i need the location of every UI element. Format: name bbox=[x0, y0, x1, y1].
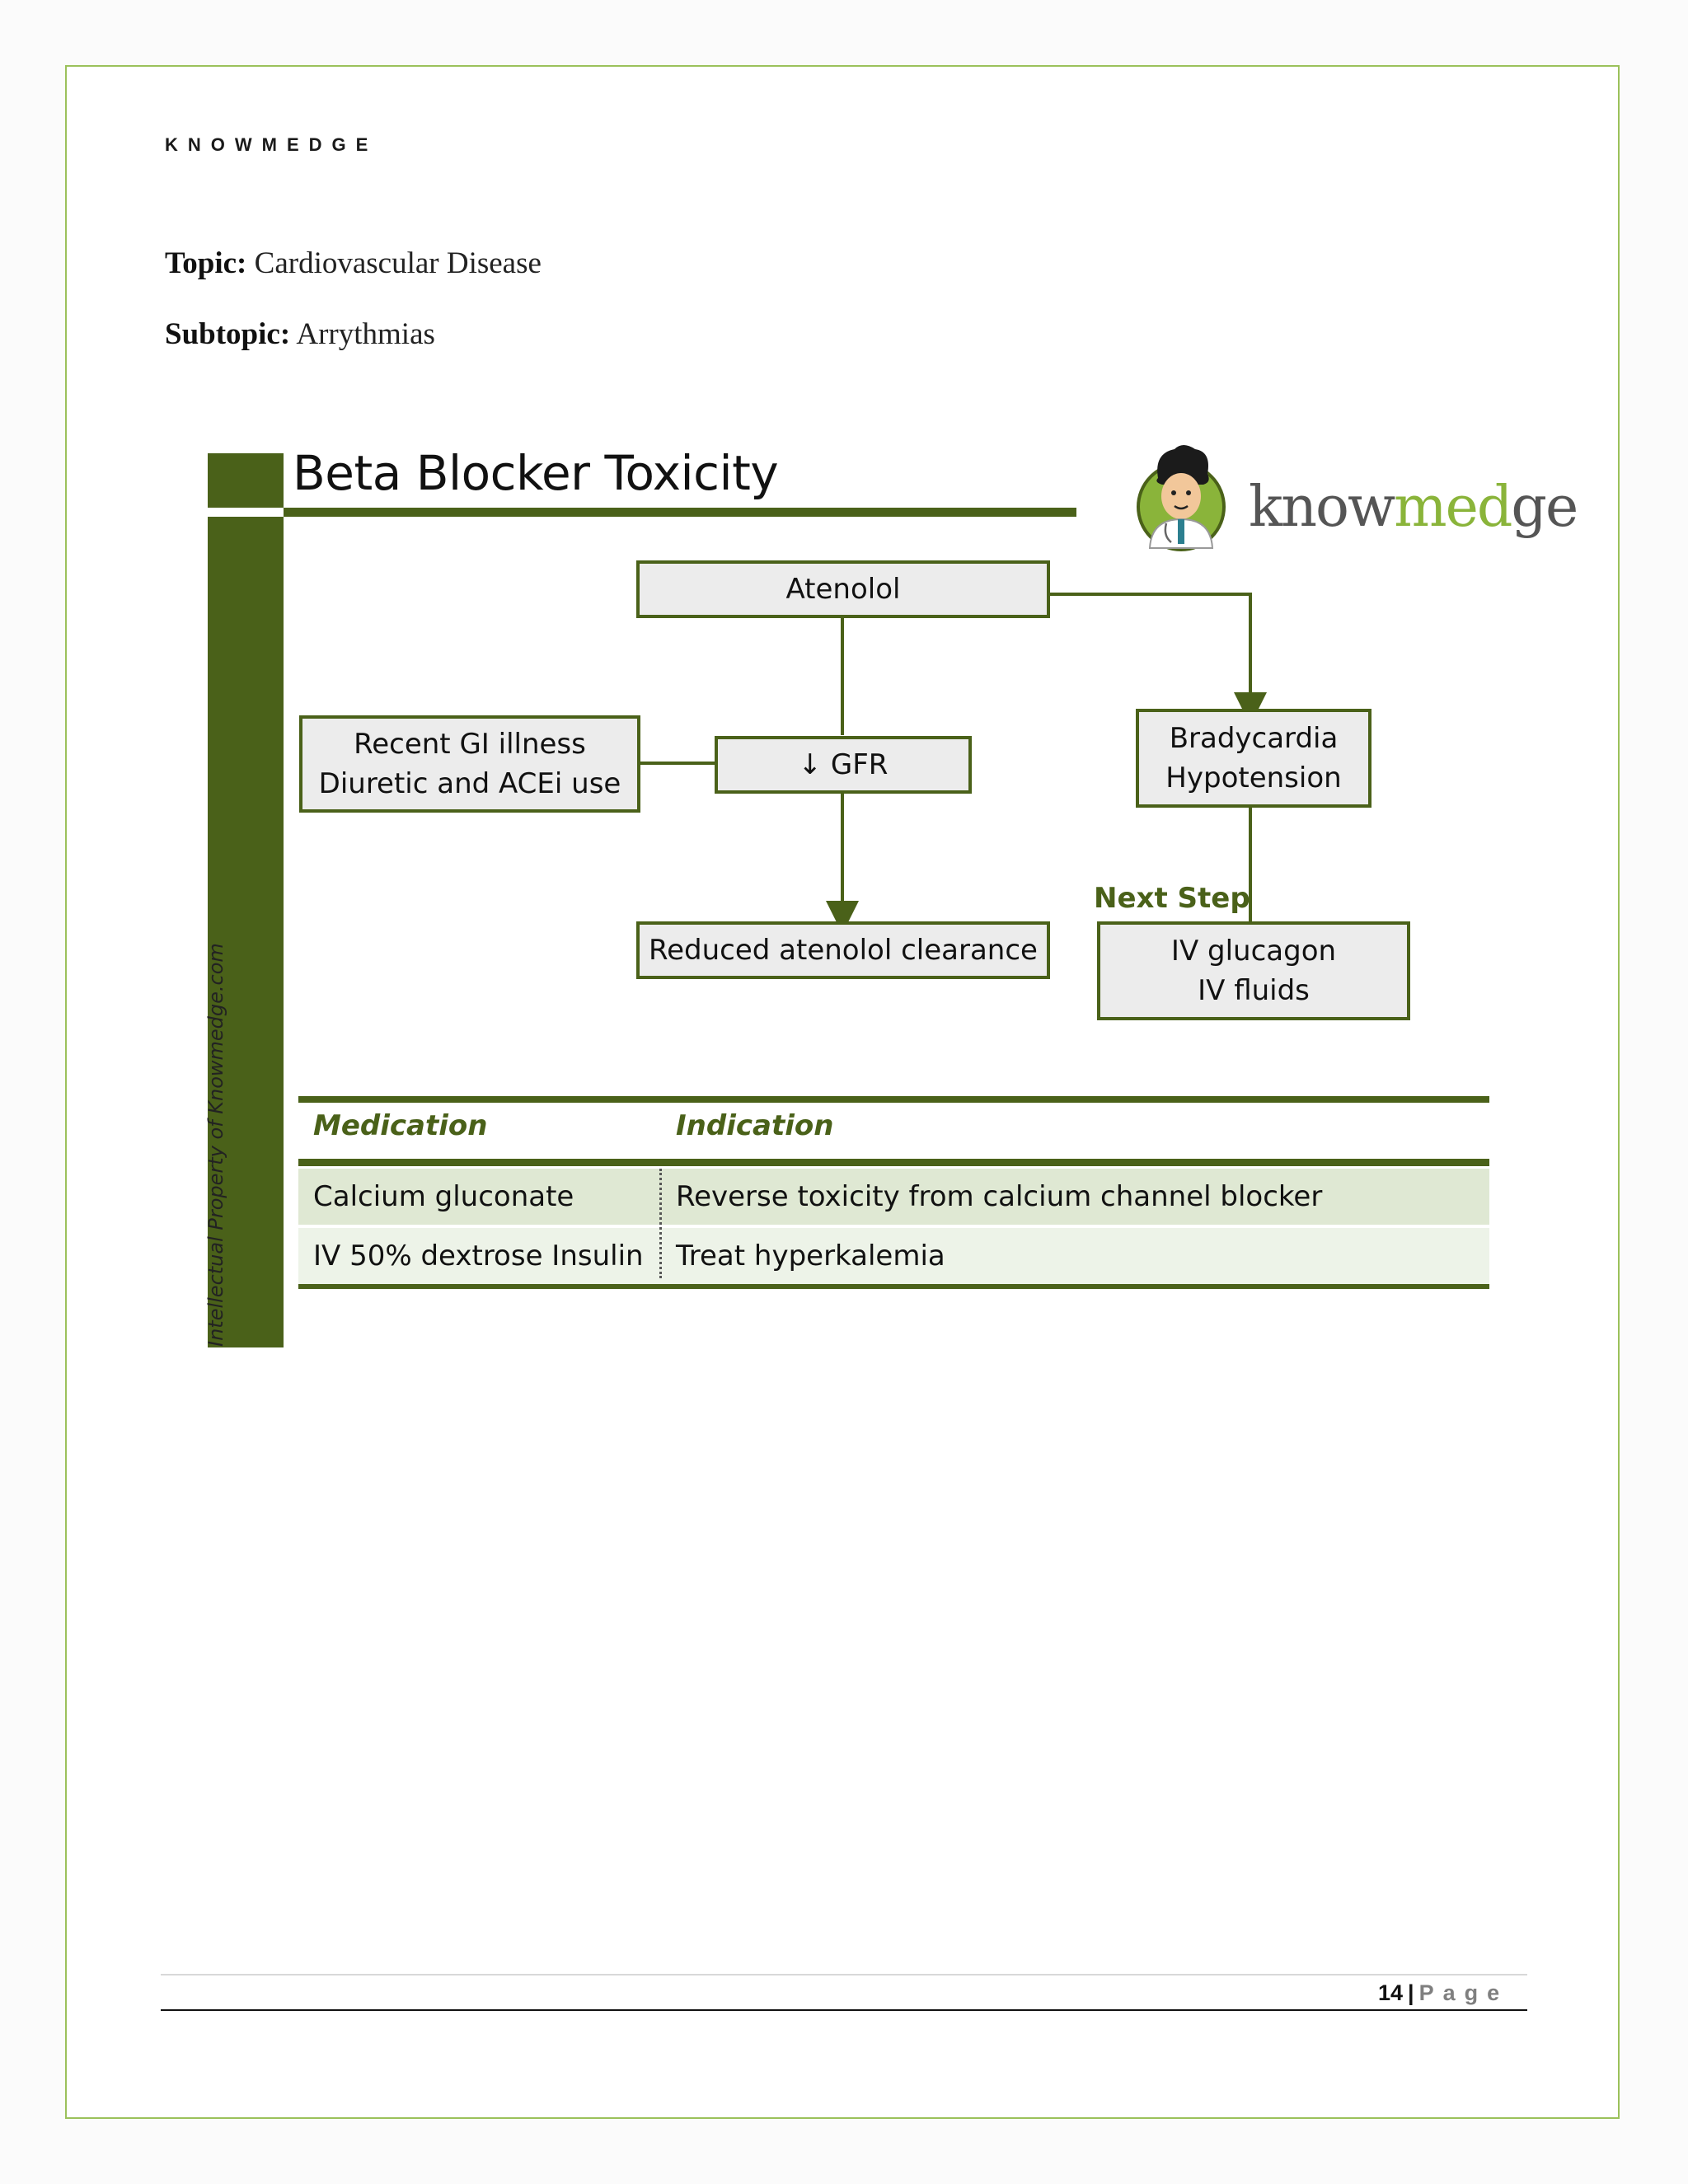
doctor-mascot-icon bbox=[1137, 445, 1226, 551]
table-header-medication: Medication bbox=[313, 1109, 488, 1142]
title-rule bbox=[284, 508, 1076, 517]
table-row: IV 50% dextrose Insulin Treat hyperkalem… bbox=[298, 1228, 1489, 1284]
indication-cell: Reverse toxicity from calcium channel bl… bbox=[676, 1180, 1323, 1213]
table-bottom-rule bbox=[298, 1284, 1489, 1289]
brand-header: KNOWMEDGE bbox=[165, 134, 378, 155]
page-border bbox=[65, 65, 1620, 2119]
topic-label: Topic: bbox=[165, 246, 247, 280]
gfr-box: ↓ GFR bbox=[715, 736, 972, 794]
risk-factors-box: Recent GI illness Diuretic and ACEi use bbox=[299, 715, 640, 813]
indication-cell: Treat hyperkalemia bbox=[676, 1240, 945, 1272]
atenolol-box: Atenolol bbox=[636, 560, 1050, 618]
table-header-indication: Indication bbox=[676, 1109, 834, 1142]
medication-cell: Calcium gluconate bbox=[313, 1180, 574, 1213]
subtopic-label: Subtopic: bbox=[165, 317, 291, 351]
medication-cell: IV 50% dextrose Insulin bbox=[313, 1240, 644, 1272]
flow-connectors bbox=[639, 593, 1267, 934]
logo-wordmark: knowmedge bbox=[1249, 475, 1578, 540]
clearance-box: Reduced atenolol clearance bbox=[636, 921, 1050, 979]
figure-title: Beta Blocker Toxicity bbox=[293, 445, 779, 501]
topic-value: Cardiovascular Disease bbox=[254, 246, 542, 280]
subtopic-line: Subtopic: Arrythmias bbox=[165, 316, 435, 352]
subtopic-value: Arrythmias bbox=[296, 317, 435, 351]
arrow-atenolol-effects bbox=[1048, 593, 1267, 725]
effects-box: Bradycardia Hypotension bbox=[1136, 709, 1372, 808]
table-header-rule bbox=[298, 1159, 1489, 1166]
topic-line: Topic: Cardiovascular Disease bbox=[165, 246, 542, 281]
page-number: 14|Page bbox=[1378, 1980, 1509, 2005]
next-step-label: Next Step bbox=[1094, 882, 1250, 915]
treatment-box: IV glucagon IV fluids bbox=[1097, 921, 1410, 1020]
beta-blocker-figure: Beta Blocker Toxicity Intellectual Prope… bbox=[204, 437, 1578, 1352]
footer-rule bbox=[161, 2009, 1527, 2011]
table-column-divider bbox=[659, 1169, 662, 1278]
figure-sidebar bbox=[208, 517, 284, 1347]
table-top-rule bbox=[298, 1096, 1489, 1103]
sidebar-top-block bbox=[208, 453, 284, 508]
table-row: Calcium gluconate Reverse toxicity from … bbox=[298, 1169, 1489, 1225]
knowmedge-logo: knowmedge bbox=[1088, 437, 1578, 569]
footer-rule-light bbox=[161, 1974, 1527, 1975]
